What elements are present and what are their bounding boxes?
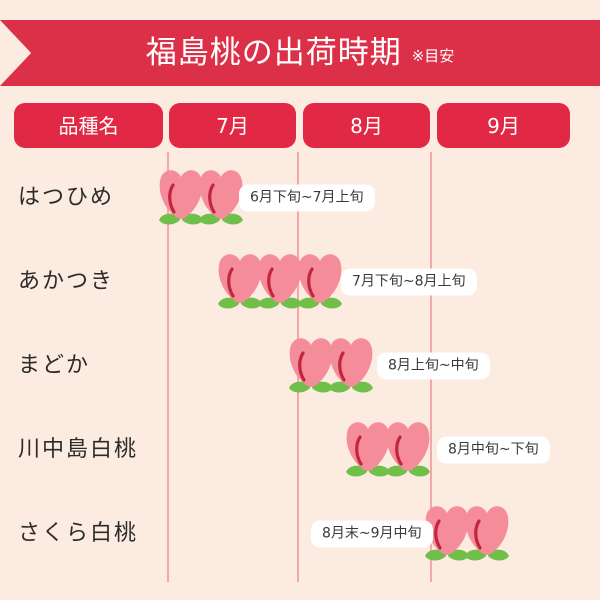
table-row: さくら白桃 8月末~9月中旬	[0, 492, 600, 576]
variety-name-label: はつひめ	[18, 185, 115, 210]
page-title: 福島桃の出荷時期	[145, 34, 402, 71]
column-header-variety: 品種名	[14, 103, 163, 148]
peach-icon	[464, 504, 510, 566]
peach-icon	[385, 420, 431, 482]
variety-name-label: まどか	[18, 353, 91, 378]
table-row: あかつき	[0, 240, 600, 324]
column-header-september: 9月	[437, 103, 570, 148]
column-header-july: 7月	[169, 103, 296, 148]
header-ribbon: 福島桃の出荷時期 ※目安	[0, 20, 600, 86]
peach-icon	[328, 336, 374, 398]
peach-icon	[158, 168, 204, 230]
variety-name-label: さくら白桃	[18, 521, 139, 546]
peach-icon	[217, 252, 263, 314]
peach-icon	[297, 252, 343, 314]
shipping-period-tag: 8月上旬~中旬	[377, 352, 490, 380]
peach-icon	[345, 420, 391, 482]
peach-icon	[198, 168, 244, 230]
peach-cluster	[345, 418, 431, 482]
peach-cluster	[288, 334, 374, 398]
peach-icon	[288, 336, 334, 398]
variety-name-label: あかつき	[18, 269, 115, 294]
table-row: 川中島白桃 8月中旬~下旬	[0, 408, 600, 492]
shipping-period-tag: 7月下旬~8月上旬	[341, 268, 477, 296]
peach-cluster	[217, 250, 343, 314]
ribbon-text-group: 福島桃の出荷時期 ※目安	[0, 20, 600, 86]
peach-cluster	[424, 502, 510, 566]
shipping-period-tag: 6月下旬~7月上旬	[239, 184, 375, 212]
ribbon-shape	[0, 20, 600, 86]
column-header-row: 品種名 7月 8月 9月	[0, 103, 600, 148]
gridline-july	[167, 152, 169, 582]
peach-icon	[424, 504, 470, 566]
shipping-period-tag: 8月中旬~下旬	[437, 436, 550, 464]
title-note: ※目安	[411, 47, 455, 65]
table-row: はつひめ 6月下旬~7月上旬	[0, 156, 600, 240]
table-row: まどか 8月上旬~中旬	[0, 324, 600, 408]
variety-name-label: 川中島白桃	[18, 437, 139, 462]
peach-cluster	[158, 166, 244, 230]
column-header-august: 8月	[303, 103, 430, 148]
shipping-period-tag: 8月末~9月中旬	[311, 520, 433, 548]
peach-icon	[257, 252, 303, 314]
